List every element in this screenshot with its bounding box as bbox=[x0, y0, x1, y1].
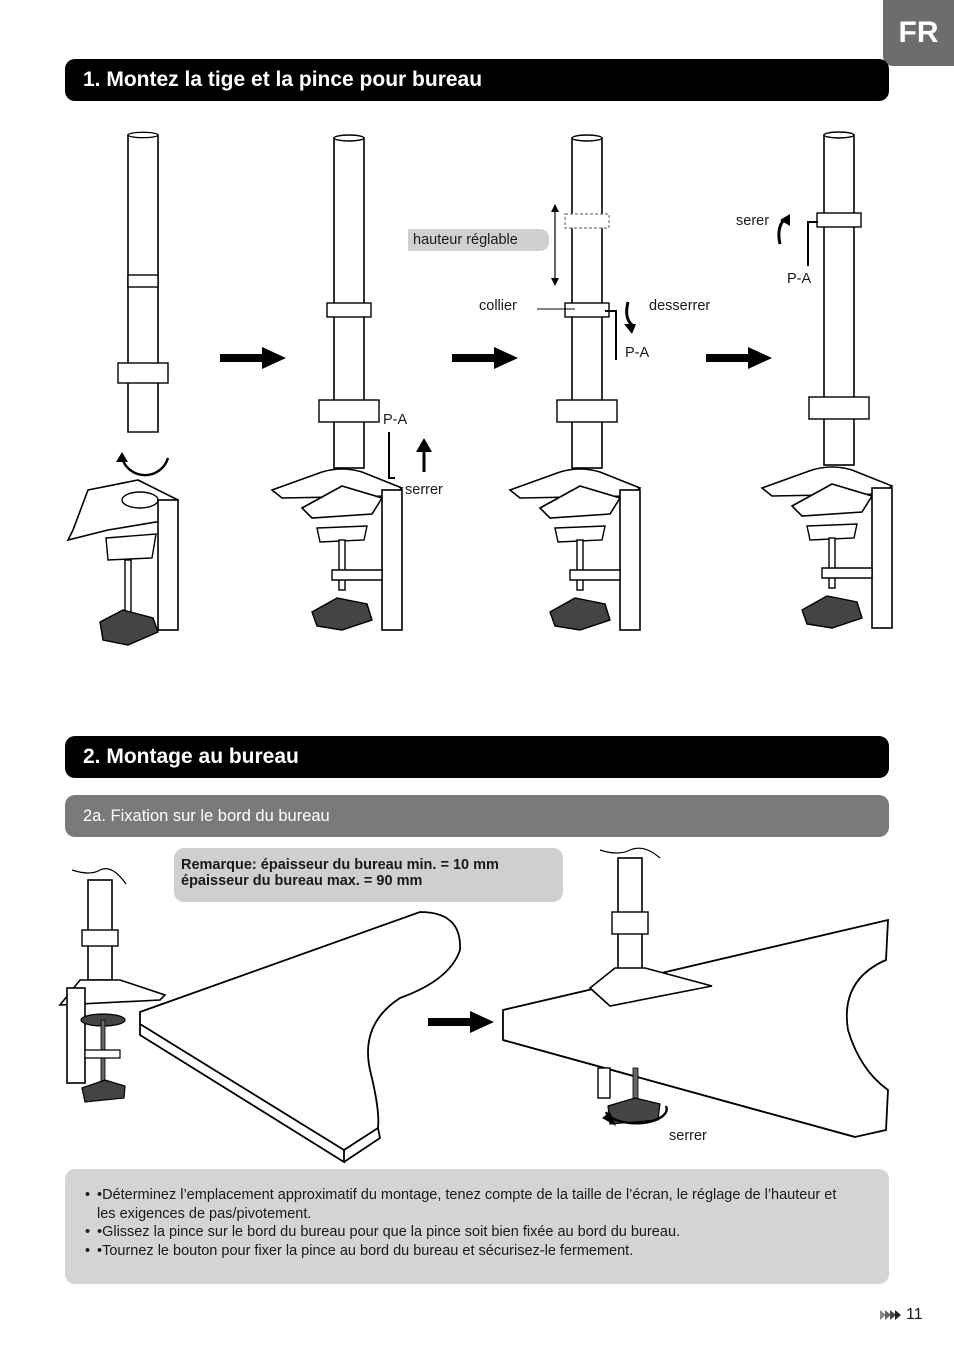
tighten-label-section2: serrer bbox=[669, 1128, 707, 1144]
page-number: 11 bbox=[906, 1306, 923, 1323]
hex-key-label-step4: P-A bbox=[787, 271, 812, 287]
adjustable-height-label: hauteur réglable bbox=[408, 229, 549, 251]
tighten-label-step2: serrer bbox=[405, 482, 443, 498]
section-2-title: 2. Montage au bureau bbox=[83, 745, 299, 768]
instructions-list: •Déterminez l’emplacement approximatif d… bbox=[85, 1186, 849, 1260]
instruction-item: •Glissez la pince sur le bord du bureau … bbox=[85, 1223, 849, 1242]
instructions-box: •Déterminez l’emplacement approximatif d… bbox=[65, 1169, 889, 1284]
loosen-label: desserrer bbox=[649, 298, 711, 314]
language-tab: FR bbox=[883, 0, 954, 66]
page-footer: 11 bbox=[880, 1306, 923, 1324]
section-2-title-bar: 2. Montage au bureau bbox=[65, 736, 889, 778]
section-1-title: 1. Montez la tige et la pince pour burea… bbox=[83, 68, 483, 91]
section-2a-subtitle-bar: 2a. Fixation sur le bord du bureau bbox=[65, 795, 889, 837]
desk-thickness-note: Remarque: épaisseur du bureau min. = 10 … bbox=[174, 848, 563, 902]
hex-key-label-step2: P-A bbox=[383, 412, 408, 428]
collar-label: collier bbox=[479, 298, 517, 314]
tighten-label-step4: serer bbox=[736, 213, 770, 229]
next-page-arrows-icon bbox=[880, 1310, 901, 1320]
hex-key-label-step3: P-A bbox=[625, 345, 650, 361]
instruction-item: •Tournez le bouton pour fixer la pince a… bbox=[85, 1242, 849, 1261]
instruction-item: •Déterminez l’emplacement approximatif d… bbox=[85, 1186, 849, 1223]
section-1-title-bar: 1. Montez la tige et la pince pour burea… bbox=[65, 59, 889, 101]
section-2a-subtitle: 2a. Fixation sur le bord du bureau bbox=[83, 806, 330, 825]
note-line-2: épaisseur du bureau max. = 90 mm bbox=[181, 873, 423, 889]
note-line-1: Remarque: épaisseur du bureau min. = 10 … bbox=[181, 857, 499, 873]
